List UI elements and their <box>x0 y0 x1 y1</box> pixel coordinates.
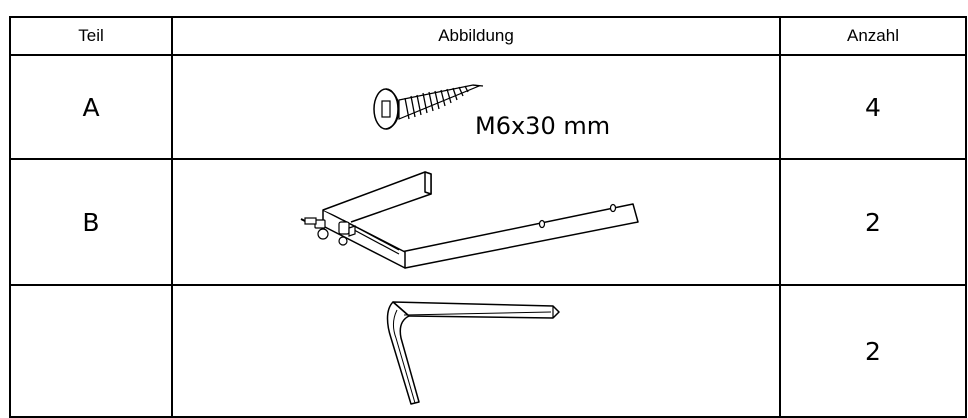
part-letter <box>9 284 173 418</box>
header-illustration: Abbildung <box>171 16 781 56</box>
parts-list-table: Teil Abbildung Anzahl A <box>9 16 967 418</box>
quantity-value: 2 <box>779 158 967 286</box>
header-part: Teil <box>9 16 173 56</box>
quantity-value: 2 <box>779 284 967 418</box>
header-row: Teil Abbildung Anzahl <box>9 16 967 56</box>
illustration-cell: M6x30 mm <box>171 54 781 160</box>
hex-key-icon <box>386 301 560 405</box>
u-bracket-icon <box>300 171 639 269</box>
part-letter: B <box>9 158 173 286</box>
illustration-cell <box>171 158 781 286</box>
screw-size-label: M6x30 mm <box>475 112 611 140</box>
part-letter: A <box>9 54 173 160</box>
illustration-cell <box>171 284 781 418</box>
table-row: B <box>9 158 967 286</box>
table-row: A <box>9 54 967 160</box>
header-quantity: Anzahl <box>779 16 967 56</box>
screw-icon <box>373 84 484 130</box>
table-row: 2 <box>9 284 967 418</box>
quantity-value: 4 <box>779 54 967 160</box>
